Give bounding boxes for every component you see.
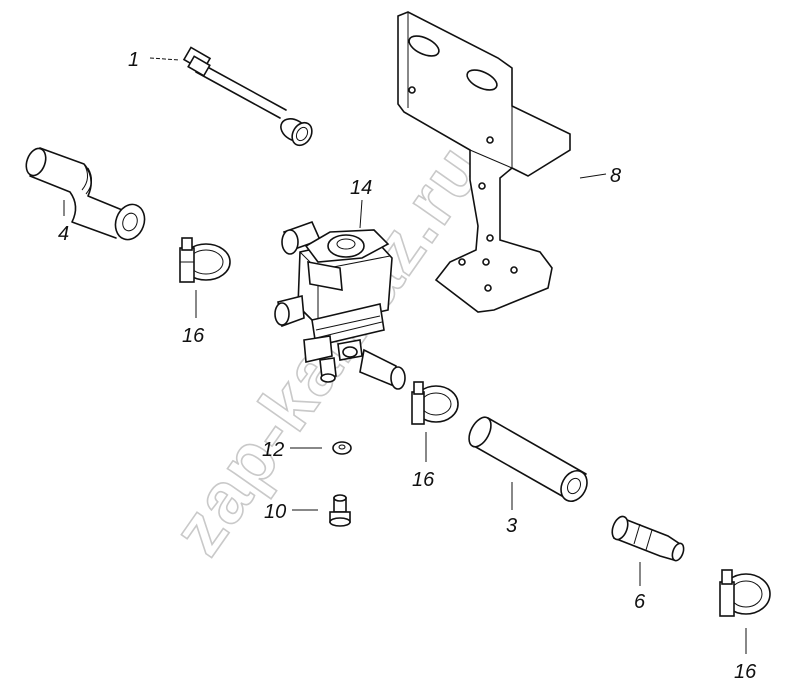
part-3-hose-right bbox=[468, 416, 588, 503]
callout-6: 6 bbox=[634, 591, 646, 613]
part-16-clamp-bottom bbox=[719, 569, 771, 617]
leader-lines bbox=[63, 57, 747, 654]
part-14-solenoid-valve bbox=[274, 220, 406, 390]
callout-16-middle: 16 bbox=[412, 469, 435, 491]
callout-3: 3 bbox=[506, 515, 517, 537]
callout-1: 1 bbox=[128, 49, 139, 71]
part-16-clamp-middle bbox=[411, 381, 459, 425]
part-16-clamp-left bbox=[179, 237, 231, 283]
callout-14: 14 bbox=[350, 177, 372, 199]
callout-16-bottom: 16 bbox=[734, 661, 757, 683]
part-8-bracket bbox=[397, 11, 571, 313]
callout-4: 4 bbox=[58, 223, 69, 245]
callout-8: 8 bbox=[610, 165, 621, 187]
callout-12: 12 bbox=[262, 439, 284, 461]
part-12-washer bbox=[332, 441, 352, 455]
part-10-bolt bbox=[329, 494, 351, 527]
callout-10: 10 bbox=[264, 501, 286, 523]
part-4-hose-left bbox=[25, 147, 146, 241]
part-6-fitting bbox=[611, 515, 685, 562]
part-1-tube-assembly bbox=[182, 46, 313, 147]
callout-16-left: 16 bbox=[182, 325, 205, 347]
